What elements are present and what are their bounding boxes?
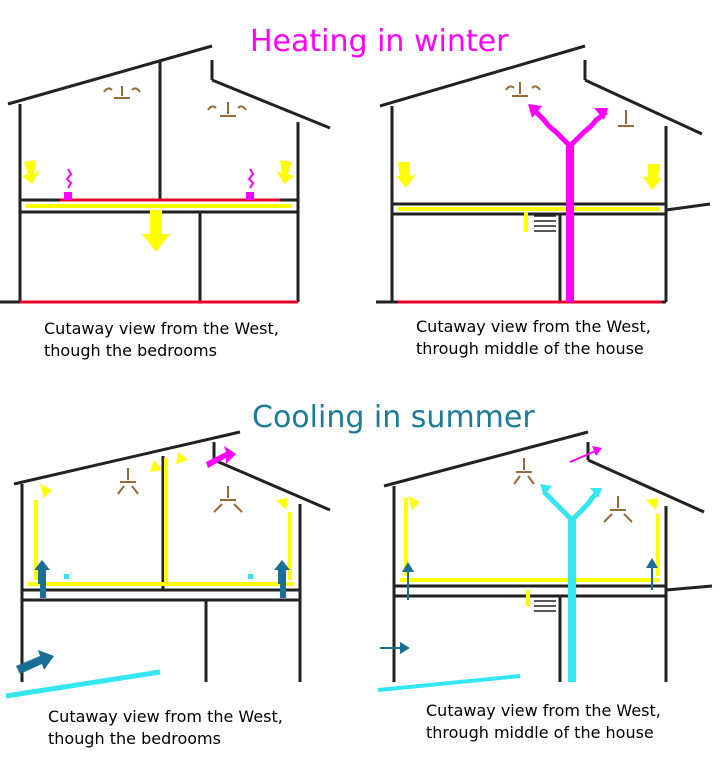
caption-line: Cutaway view from the West,: [48, 707, 283, 726]
heat-exhaust-arrow-icon: [206, 446, 236, 468]
cool-air-arrow-icon: [16, 560, 290, 674]
caption-line: Cutaway view from the West,: [426, 701, 661, 720]
heat-exhaust-arrow-icon: [569, 446, 602, 463]
caption-summer-middle: Cutaway view from the West, through midd…: [426, 700, 661, 744]
ceiling-fan-icon: [513, 458, 633, 523]
stair-icon: [534, 595, 556, 612]
warm-air-arrow-icon: [408, 496, 658, 510]
warm-air-arrow-icon: [396, 162, 662, 190]
caption-line: though the bedrooms: [48, 729, 221, 748]
heading-cooling-summer: Cooling in summer: [252, 400, 535, 435]
ceiling-fan-icon: [505, 82, 634, 127]
caption-winter-bedrooms: Cutaway view from the West, though the b…: [44, 318, 279, 362]
caption-line: through middle of the house: [416, 339, 644, 358]
warm-air-arrow-icon: [40, 452, 288, 510]
caption-winter-middle: Cutaway view from the West, through midd…: [416, 316, 651, 360]
stair-icon: [534, 215, 556, 232]
ceiling-fan-icon: [103, 86, 247, 117]
caption-summer-bedrooms: Cutaway view from the West, though the b…: [48, 706, 283, 750]
warm-air-arrow-icon: [22, 160, 294, 252]
heading-heating-winter: Heating in winter: [250, 24, 509, 59]
heat-rise-arrow-icon: [64, 192, 254, 200]
caption-line: though the bedrooms: [44, 341, 217, 360]
caption-line: Cutaway view from the West,: [44, 319, 279, 338]
caption-line: Cutaway view from the West,: [416, 317, 651, 336]
ceiling-fan-icon: [117, 468, 243, 513]
caption-line: through middle of the house: [426, 723, 654, 742]
cool-air-arrow-icon: [380, 558, 658, 654]
